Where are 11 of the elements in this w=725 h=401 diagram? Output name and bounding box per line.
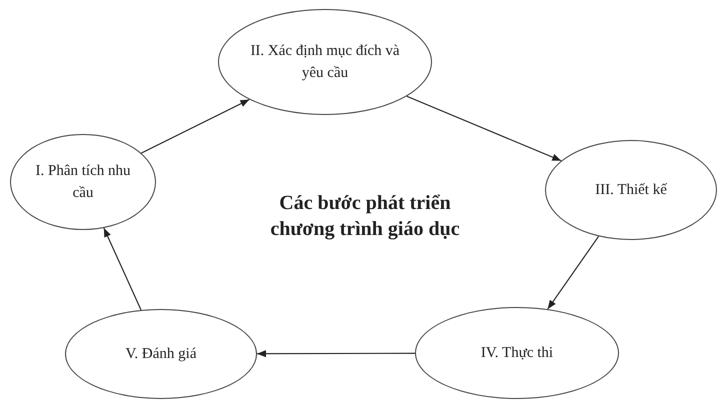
- step-label: II. Xác định mục đích và yêu cầu: [249, 42, 401, 83]
- arrow: [406, 96, 562, 162]
- step-label: III. Thiết kế: [595, 181, 667, 200]
- step-label: IV. Thực thi: [480, 344, 554, 363]
- step-label: V. Đánh giá: [126, 345, 196, 364]
- arrow: [257, 350, 415, 358]
- diagram-title: Các bước phát triển chương trình giáo dục: [269, 191, 461, 242]
- arrow: [103, 228, 142, 310]
- step-label: I. Phân tích nhu cầu: [34, 162, 132, 203]
- arrow: [547, 236, 600, 310]
- arrow: [141, 99, 250, 154]
